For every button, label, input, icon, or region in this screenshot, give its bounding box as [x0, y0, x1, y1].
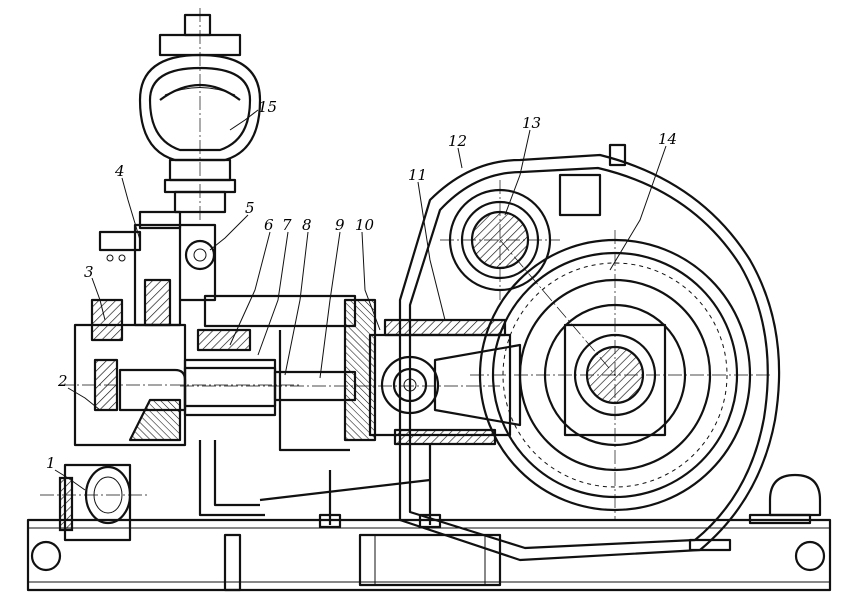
callout-13: 13	[522, 114, 541, 132]
callout-9: 9	[335, 216, 345, 234]
callout-4: 4	[114, 162, 125, 180]
callout-15: 15	[258, 98, 277, 116]
air-chamber	[138, 8, 262, 220]
callout-leaders	[54, 109, 667, 491]
callout-10: 10	[355, 216, 375, 234]
callout-labels: 1 2 3 4 5 6 7 8 9 10 11 12 13 14 15	[46, 98, 677, 472]
callout-14: 14	[658, 130, 677, 148]
bull-gear-crankshaft	[470, 230, 770, 520]
lower-piping	[198, 440, 822, 552]
callout-7: 7	[282, 216, 292, 234]
callout-12: 12	[448, 132, 467, 150]
base-skid	[26, 518, 832, 592]
suction-manifold	[40, 463, 150, 542]
callout-6: 6	[264, 216, 274, 234]
power-end-frame	[398, 143, 781, 562]
callout-1: 1	[46, 454, 56, 472]
callout-5: 5	[245, 199, 255, 217]
crosshead	[368, 318, 522, 446]
fluid-end	[60, 210, 300, 447]
callout-8: 8	[302, 216, 312, 234]
callout-3: 3	[84, 263, 94, 281]
callout-2: 2	[57, 372, 68, 390]
callout-11: 11	[408, 166, 427, 184]
